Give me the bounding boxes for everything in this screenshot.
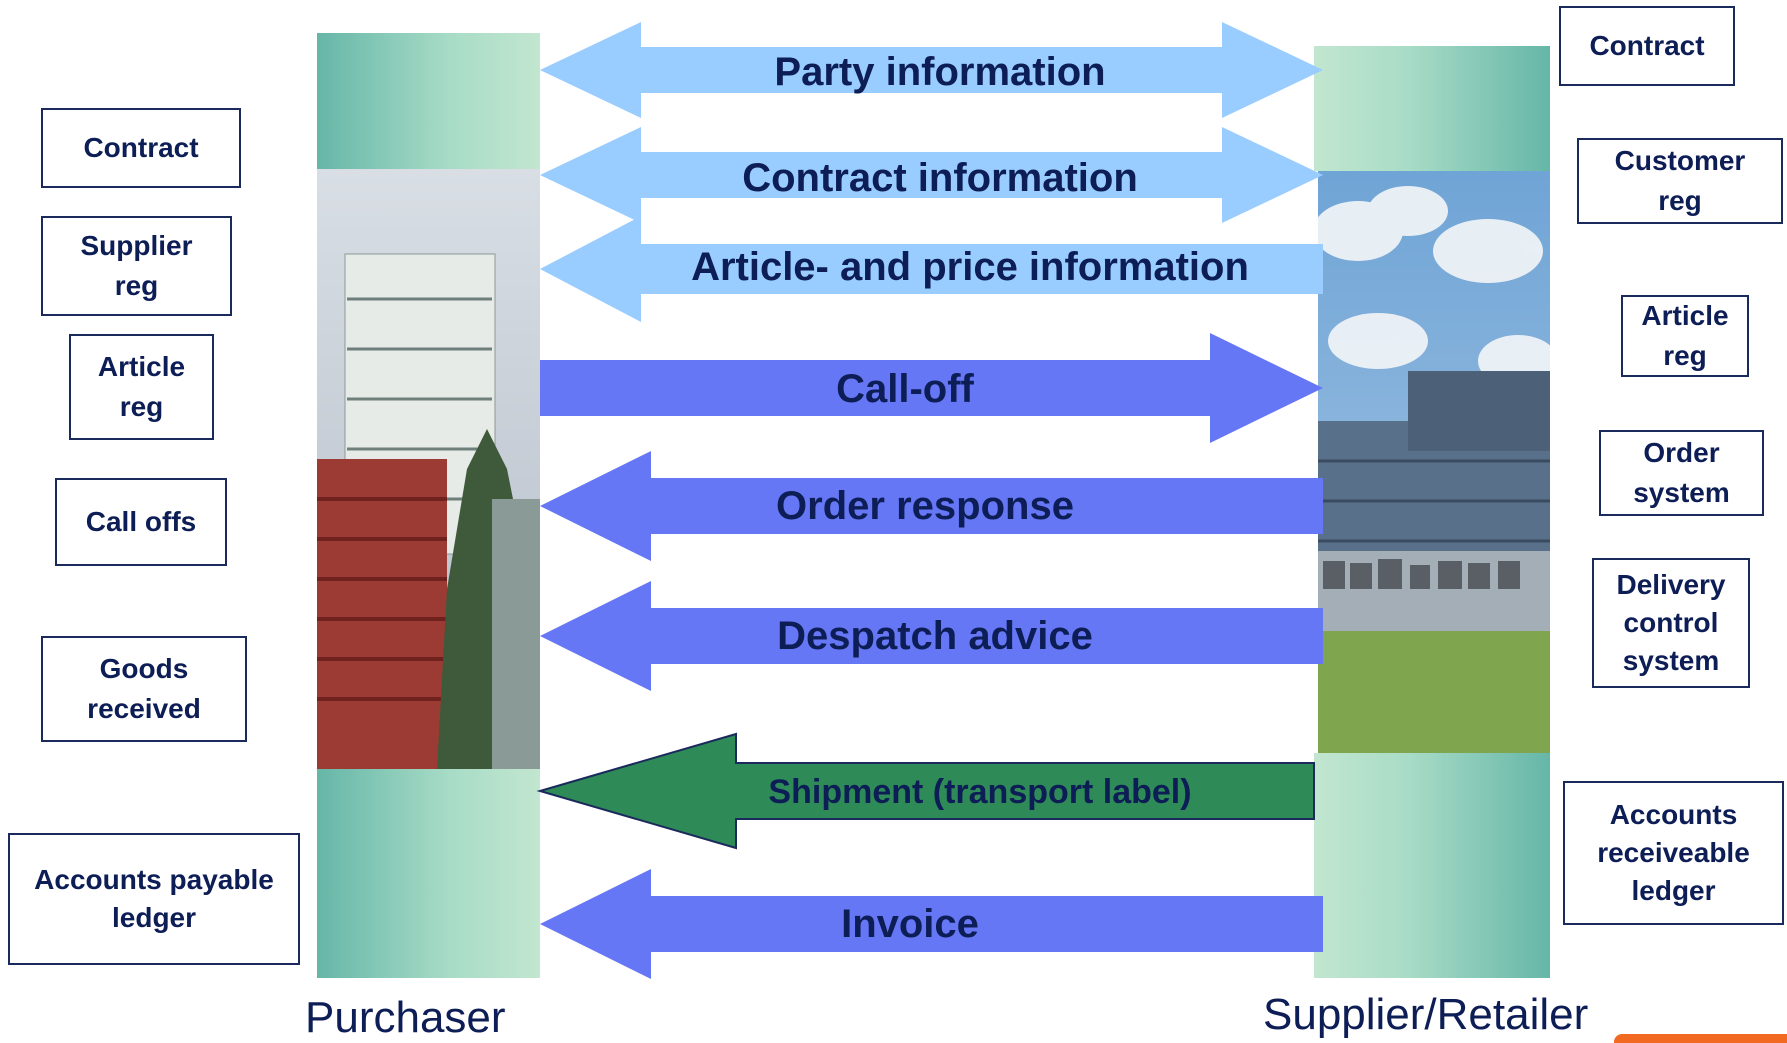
- right-delivery-control-box: Delivery control system: [1592, 558, 1750, 688]
- right-contract-box: Contract: [1559, 6, 1735, 86]
- supplier-retailer-label: Supplier/Retailer: [1263, 990, 1589, 1039]
- flow-label-call-off: Call-off: [836, 367, 974, 411]
- right-order-system-box: Order system: [1599, 430, 1764, 516]
- left-call-offs-box: Call offs: [55, 478, 227, 566]
- purchaser-label: Purchaser: [305, 993, 506, 1042]
- purchaser-pillar-top: [317, 33, 540, 169]
- flow-label-invoice: Invoice: [841, 902, 979, 946]
- left-goods-received-box: Goods received: [41, 636, 247, 742]
- flow-arrow-contract-information: [540, 127, 1323, 223]
- flow-label-despatch-advice: Despatch advice: [777, 614, 1093, 658]
- supplier-pillar-bottom: [1314, 753, 1550, 978]
- flow-label-order-response: Order response: [776, 484, 1074, 528]
- right-article-reg-box: Article reg: [1621, 295, 1749, 377]
- flow-arrow-invoice: [540, 869, 1323, 979]
- flow-arrow-shipment: [536, 732, 1315, 850]
- right-customer-reg-box: Customer reg: [1577, 138, 1783, 224]
- corner-accent: [1614, 1034, 1787, 1043]
- left-accounts-payable-box: Accounts payable ledger: [8, 833, 300, 965]
- flow-arrow-party-information: [540, 22, 1323, 118]
- supplier-pillar-top: [1314, 46, 1550, 171]
- left-article-reg-box: Article reg: [69, 334, 214, 440]
- flow-arrow-despatch-advice: [540, 581, 1323, 691]
- left-supplier-reg-box: Supplier reg: [41, 216, 232, 316]
- flow-arrow-order-response: [540, 451, 1323, 561]
- flow-label-contract-information: Contract information: [742, 156, 1138, 200]
- right-accounts-receivable-box: Accounts receiveable ledger: [1563, 781, 1784, 925]
- flow-label-party-information: Party information: [774, 50, 1106, 94]
- left-contract-box: Contract: [41, 108, 241, 188]
- purchaser-pillar-bottom: [317, 769, 540, 978]
- flow-label-article-price-information: Article- and price information: [691, 245, 1249, 289]
- flow-label-shipment: Shipment (transport label): [768, 773, 1192, 811]
- supplier-building-photo: [1318, 171, 1550, 753]
- purchaser-building-photo: [317, 169, 540, 769]
- flow-arrow-article-price-information: [540, 216, 1323, 322]
- flow-arrow-call-off: [540, 333, 1323, 443]
